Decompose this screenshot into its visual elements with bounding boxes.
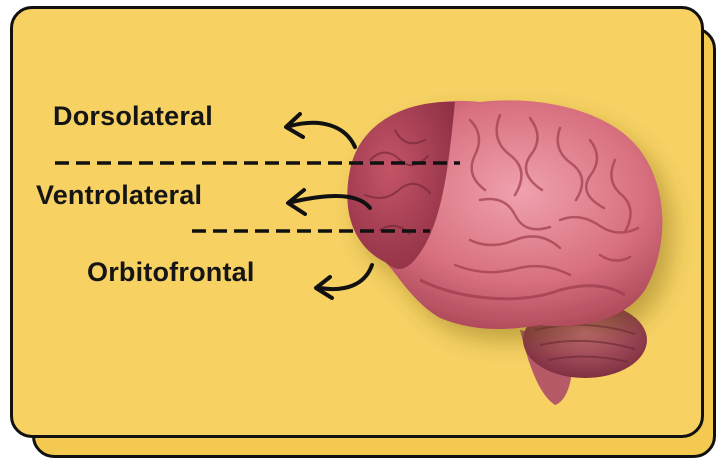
label-ventrolateral: Ventrolateral xyxy=(36,180,202,211)
label-dorsolateral: Dorsolateral xyxy=(53,101,213,132)
label-orbitofrontal: Orbitofrontal xyxy=(87,257,255,288)
